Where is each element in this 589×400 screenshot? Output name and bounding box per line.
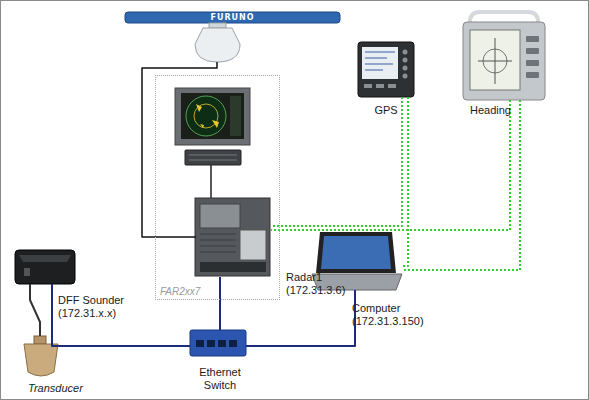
transducer-stem: [34, 336, 46, 344]
transducer-cable: [30, 284, 40, 336]
gps-buttons: [364, 50, 408, 89]
gps-screen: [362, 47, 398, 79]
transducer-device: Transducer: [22, 336, 60, 378]
gps-unit: [358, 42, 414, 97]
radar-echo: [196, 104, 219, 128]
serial-link: [402, 100, 520, 270]
control-unit: [185, 150, 241, 165]
computer-device: Computer (172.31.3.150): [312, 232, 402, 290]
processor-board: [240, 230, 266, 260]
device-label: Transducer: [28, 382, 98, 395]
serial-link: [271, 97, 402, 226]
switch-ports: [196, 340, 237, 347]
antenna-array: [125, 12, 340, 23]
device-label: DFF Sounder (172.31.x.x): [58, 294, 128, 320]
heading-screen: [470, 30, 520, 90]
antenna-pedestal: [195, 28, 240, 62]
network-switch: Ethernet Switch: [190, 330, 246, 356]
processor-vents: [200, 234, 236, 252]
sounder-unit: [15, 250, 75, 284]
laptop-screen: [321, 236, 391, 269]
serial-link: [402, 97, 408, 266]
sounder-top: [19, 255, 71, 262]
range-ring: [194, 104, 218, 128]
heading-buttons: [526, 36, 539, 78]
radar-processor: Radar1 (172.31.3.6): [196, 199, 271, 277]
device-label: Radar1 (172.31.3.6): [286, 271, 366, 297]
antenna-neck: [209, 23, 226, 28]
heading-device: Heading: [463, 12, 545, 100]
compass-ring: [483, 49, 507, 73]
antenna-cable: [142, 62, 217, 237]
device-label: GPS: [358, 104, 414, 117]
gps-readout: [365, 52, 395, 70]
heading-unit: [463, 22, 545, 100]
processor-unit: [195, 198, 270, 276]
control-cable: [210, 165, 212, 198]
switch-unit: [190, 330, 246, 356]
equipment-group: FAR2xx7 Radar1 (172.31.3.6): [155, 75, 280, 300]
device-label: Heading: [463, 104, 518, 117]
brand-label: FURUNO: [125, 12, 340, 23]
mount-bracket: [470, 12, 538, 22]
device-label: Ethernet Switch: [190, 366, 250, 392]
processor-base: [200, 262, 266, 272]
device-label: Computer (172.31.3.150): [352, 302, 437, 328]
control-keys: [189, 155, 237, 160]
screen-panel: [230, 96, 241, 136]
processor-panel: [200, 204, 240, 228]
radar-monitor: [175, 88, 250, 145]
laptop-lid: [316, 232, 396, 273]
group-label: FAR2xx7: [160, 285, 220, 298]
serial-link: [271, 100, 510, 230]
sounder-device: DFF Sounder (172.31.x.x): [15, 248, 75, 284]
ethernet-link: [219, 277, 221, 330]
gps-device: GPS: [358, 42, 414, 97]
sounder-port: [24, 268, 30, 276]
monitor-screen: [181, 93, 244, 139]
radar-scope: [186, 96, 226, 136]
radar-antenna: FURUNO: [125, 10, 340, 62]
compass-lines: [478, 38, 512, 84]
ethernet-link: [246, 290, 355, 346]
transducer-body: [24, 344, 58, 376]
